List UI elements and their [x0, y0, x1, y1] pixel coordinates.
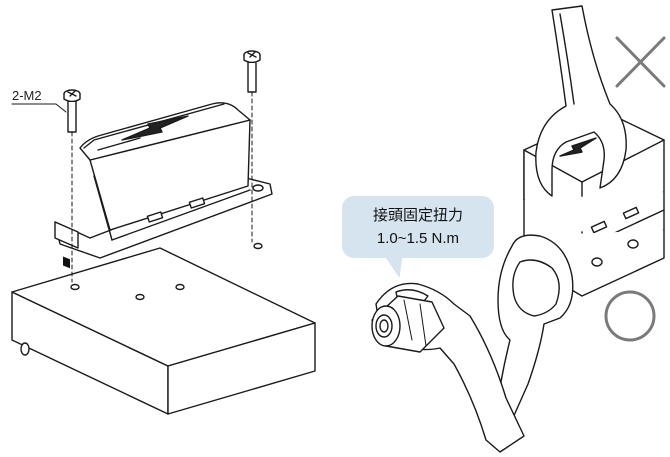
torque-callout-value: 1.0~1.5 N.m	[376, 230, 460, 247]
sensor-module	[54, 102, 273, 269]
screw-left	[63, 89, 81, 133]
torque-callout: 接頭固定扭力 1.0~1.5 N.m	[342, 196, 494, 258]
circle-mark-icon	[604, 290, 656, 342]
mounting-block	[11, 242, 316, 415]
screw-callout-label: 2-M2	[12, 88, 42, 103]
cross-mark-icon	[615, 36, 666, 88]
alignment-lines	[71, 91, 253, 283]
torque-callout-title: 接頭固定扭力	[372, 206, 463, 224]
wrench-top	[535, 5, 627, 197]
wrench-bottom-right	[495, 234, 574, 421]
screw-right	[243, 50, 261, 93]
screw-label-leader	[11, 103, 67, 113]
fitting-nut	[371, 295, 445, 353]
